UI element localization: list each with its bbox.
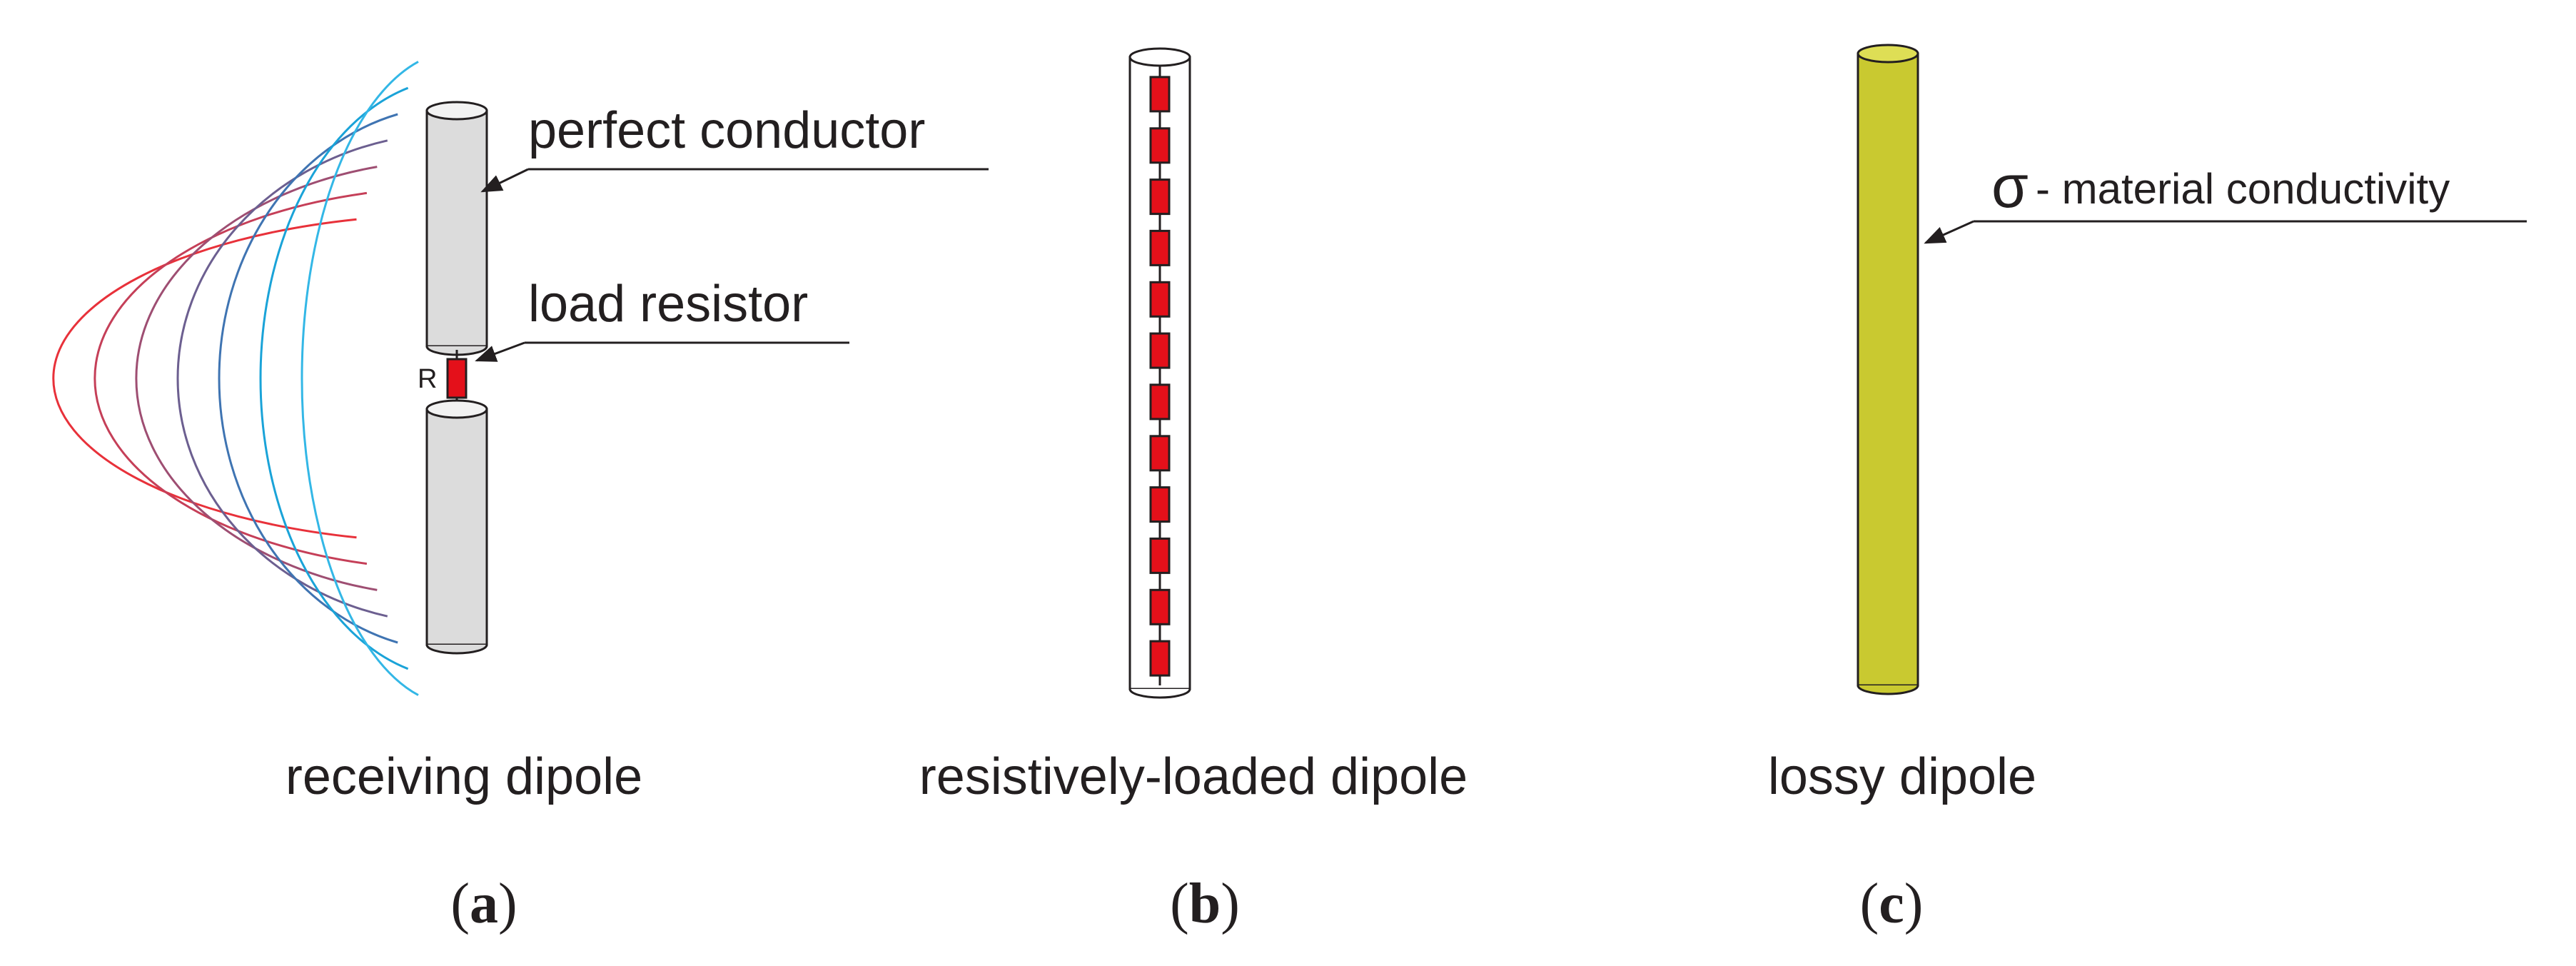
load-resistor-arrow xyxy=(475,341,525,362)
incident-wavefronts xyxy=(52,61,419,696)
wavefront-arc xyxy=(218,113,398,644)
panel-label-a: (a) xyxy=(450,872,517,935)
panel-label-c: (c) xyxy=(1860,872,1924,935)
conductivity-label: - material conductivity xyxy=(2036,165,2450,213)
panel-label-c-letter: c xyxy=(1879,872,1904,935)
conductivity-arrow xyxy=(1924,220,1974,244)
chain-resistor xyxy=(1149,537,1171,574)
chain-resistor xyxy=(1149,127,1171,164)
chain-resistor xyxy=(1149,229,1171,266)
panel-label-b: (b) xyxy=(1170,872,1240,935)
chain-resistor xyxy=(1149,281,1171,318)
caption-resistively-loaded-dipole: resistively-loaded dipole xyxy=(919,748,1468,805)
lower-perfect-conductor xyxy=(425,399,488,655)
chain-resistor xyxy=(1149,76,1171,113)
upper-perfect-conductor xyxy=(425,101,488,356)
panel-label-b-letter: b xyxy=(1189,872,1221,935)
resistor-chain xyxy=(1149,76,1171,677)
panel-label-a-letter: a xyxy=(470,872,498,935)
chain-resistor xyxy=(1149,178,1171,216)
chain-resistor xyxy=(1149,435,1171,472)
load-resistor xyxy=(446,350,468,407)
lossy-conductor xyxy=(1857,44,1919,695)
chain-resistor xyxy=(1149,640,1171,677)
caption-lossy-dipole: lossy dipole xyxy=(1768,748,2036,805)
panel-c: σ - material conductivity lossy dipole (… xyxy=(1768,44,2527,935)
chain-resistor xyxy=(1149,383,1171,421)
panel-a: R perfect conductor load resistor receiv… xyxy=(52,61,989,935)
wavefront-arc xyxy=(52,218,357,539)
chain-resistor xyxy=(1149,486,1171,523)
chain-resistor xyxy=(1149,332,1171,369)
wavefront-arc xyxy=(259,86,409,670)
wavefront-arc xyxy=(300,61,419,696)
load-resistor-label: load resistor xyxy=(528,276,808,333)
wavefront-arc xyxy=(94,191,368,565)
resistor-symbol-R: R xyxy=(418,364,437,394)
wavefront-arc xyxy=(176,139,388,618)
perfect-conductor-label: perfect conductor xyxy=(528,102,925,159)
panel-b: resistively-loaded dipole (b) xyxy=(919,47,1468,935)
caption-receiving-dipole: receiving dipole xyxy=(286,748,642,805)
sigma-symbol: σ xyxy=(1991,153,2029,220)
chain-resistor xyxy=(1149,588,1171,625)
perfect-conductor-arrow xyxy=(480,168,529,193)
